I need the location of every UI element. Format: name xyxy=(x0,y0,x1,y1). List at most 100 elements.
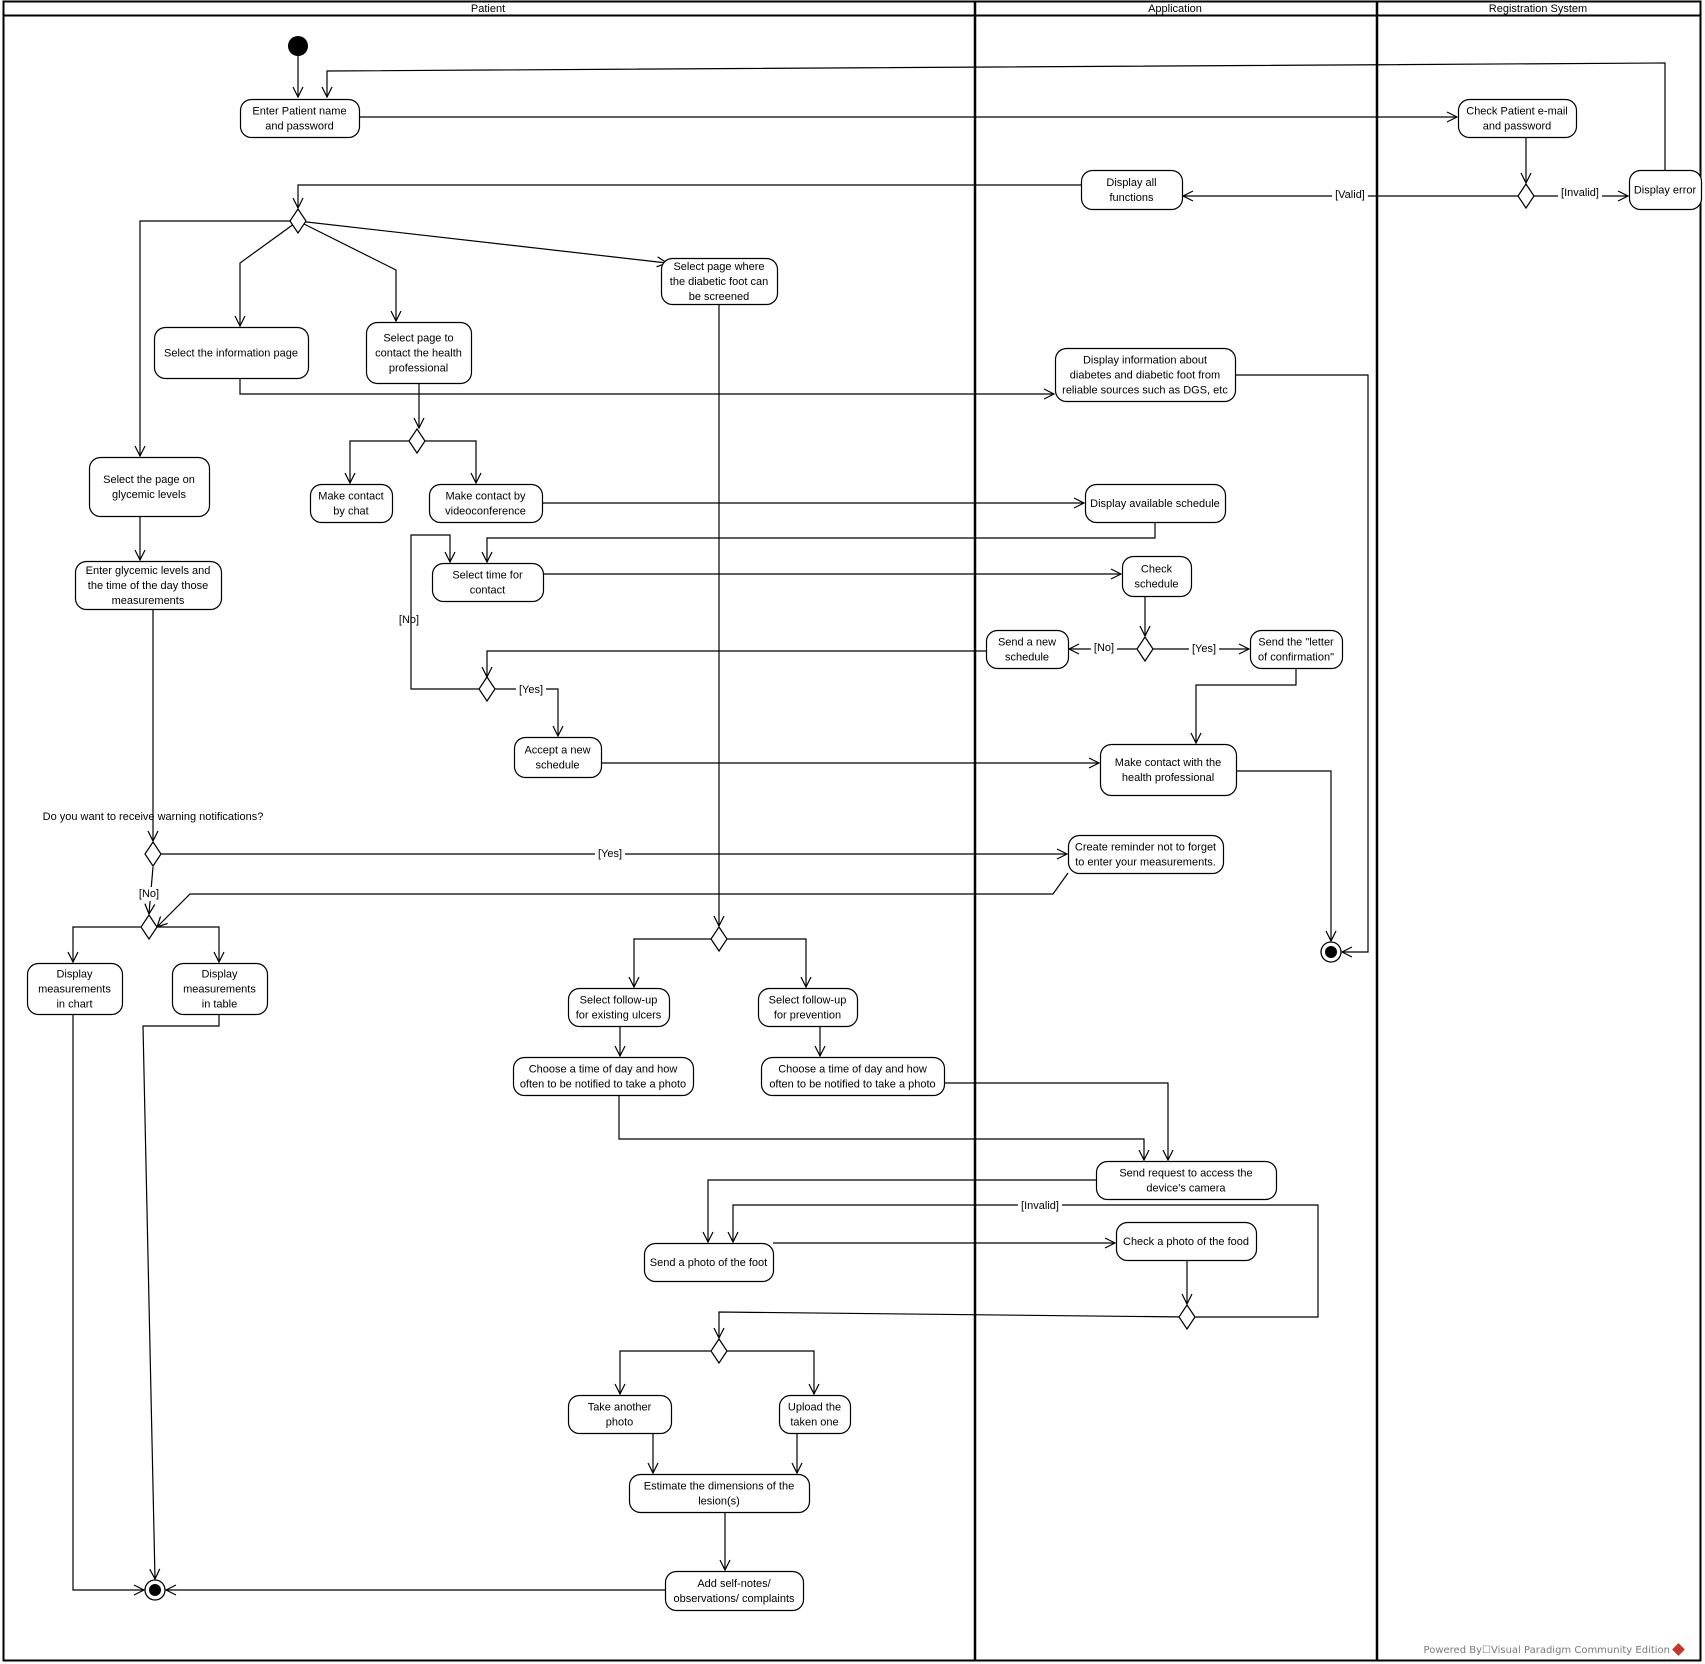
action-label-line: schedule xyxy=(1005,652,1049,664)
decision-photo-option xyxy=(710,1337,728,1365)
flow-option-upload xyxy=(727,1350,814,1394)
action-label-line: Choose a time of day and how xyxy=(529,1064,678,1076)
action-contact-video: Make contact by videoconference xyxy=(428,483,544,524)
decision-photo-valid xyxy=(1178,1303,1196,1331)
decision-followup-type xyxy=(710,925,728,953)
flow-fork-ulcers xyxy=(634,938,711,987)
flow-request-photo xyxy=(708,1179,1096,1242)
flow-table-end xyxy=(142,1014,220,1579)
action-label-line: Add self-notes/ xyxy=(697,1578,771,1590)
decision-main-menu xyxy=(289,207,307,235)
guard-invalid-login: [Invalid] xyxy=(1561,187,1599,199)
flow-menu-contact xyxy=(297,220,396,321)
decision-login-valid xyxy=(1517,182,1535,210)
flow-info-end xyxy=(1235,374,1369,952)
action-label-line: in chart xyxy=(56,999,92,1011)
action-label-line: Send request to access the xyxy=(1119,1168,1252,1180)
flow-new-schedule-back xyxy=(487,650,986,677)
decision-accept-schedule xyxy=(478,675,496,703)
watermark-text: Powered By☐Visual Paradigm Community Edi… xyxy=(1423,1645,1670,1656)
action-display-functions: Display all functions xyxy=(1080,169,1184,211)
flow-menu-info xyxy=(240,220,299,326)
flow-choose-b-request xyxy=(944,1082,1168,1160)
guard-label-background xyxy=(1558,186,1602,200)
action-label-line: Select follow-up xyxy=(580,995,658,1007)
action-label-line: Send a new xyxy=(998,637,1056,649)
action-create-reminder: Create reminder not to forget to enter yo… xyxy=(1067,834,1225,875)
flow-photo-invalid xyxy=(733,1204,1319,1318)
decision-notifications xyxy=(144,840,162,868)
decision-nodes xyxy=(140,182,1535,1365)
action-label-line: Display error xyxy=(1634,185,1697,197)
flow-decision-video xyxy=(425,440,476,483)
initial-node xyxy=(288,36,308,56)
flow-functions-menu xyxy=(298,184,1081,208)
guard-label-background xyxy=(135,887,163,901)
action-label-line: functions xyxy=(1109,192,1154,204)
guard-label-background xyxy=(1188,642,1220,656)
action-label-line: Select time for xyxy=(452,570,523,582)
action-label-line: often to be notified to take a photo xyxy=(769,1079,935,1091)
flow-contact-end xyxy=(1236,770,1331,941)
action-label-line: often to be notified to take a photo xyxy=(520,1079,686,1091)
action-label-line: glycemic levels xyxy=(112,489,186,501)
action-label-line: to enter your measurements. xyxy=(1075,857,1216,869)
action-label-line: Send the "letter xyxy=(1258,637,1334,649)
action-label-line: Upload the xyxy=(788,1402,841,1414)
action-label-line: diabetes and diabetic foot from xyxy=(1070,370,1220,382)
action-label-line: Make contact with the xyxy=(1115,757,1221,769)
guard-yes-notify: [Yes] xyxy=(598,848,622,860)
action-label-line: observations/ complaints xyxy=(673,1593,795,1605)
action-label-line: Create reminder not to forget xyxy=(1075,842,1216,854)
action-label-line: be screened xyxy=(689,291,750,303)
action-accept-schedule: Accept a new schedule xyxy=(513,736,603,779)
action-label-line: Choose a time of day and how xyxy=(778,1064,927,1076)
decision-schedule-ok xyxy=(1136,635,1154,663)
action-choose-time-b: Choose a time of day and how often to be … xyxy=(760,1056,946,1097)
action-label-line: for prevention xyxy=(774,1010,841,1022)
action-label-line: videoconference xyxy=(445,506,526,518)
action-label-line: Display all xyxy=(1106,177,1156,189)
action-send-new-schedule: Send a new schedule xyxy=(985,629,1070,670)
action-label-line: lesion(s) xyxy=(698,1496,740,1508)
action-label-line: Estimate the dimensions of the xyxy=(644,1481,794,1493)
action-label-line: Select page to xyxy=(383,333,453,345)
action-label-line: reliable sources such as DGS, etc xyxy=(1062,385,1228,397)
lane-title-registration: Registration System xyxy=(1489,3,1587,15)
action-label-line: contact the health xyxy=(375,348,462,360)
action-label-line: schedule xyxy=(535,760,579,772)
action-label-line: Select page where xyxy=(673,261,764,273)
flow-option-take xyxy=(620,1350,711,1394)
flow-error-back xyxy=(327,62,1666,170)
action-add-notes: Add self-notes/observations/ complaints xyxy=(664,1570,805,1612)
action-label-line: Accept a new xyxy=(524,745,590,757)
action-label-line: Display information about xyxy=(1083,355,1207,367)
action-display-schedule: Display available schedule xyxy=(1084,483,1227,524)
guard-invalid-photo: [Invalid] xyxy=(1021,1200,1059,1212)
final-node-main xyxy=(144,1579,166,1601)
lane-title-patient: Patient xyxy=(471,3,505,15)
flow-merge-table xyxy=(157,926,219,962)
action-label-line: measurements xyxy=(112,595,185,607)
guard-label-background xyxy=(515,683,547,697)
action-label-line: Make contact by xyxy=(445,491,526,503)
flow-schedule-select xyxy=(487,522,1156,562)
action-label-line: and password xyxy=(265,121,334,133)
decision-contact-method xyxy=(408,427,426,455)
flow-menu-glycemic xyxy=(140,220,290,456)
action-label-line: in table xyxy=(202,999,237,1011)
guard-yes-accept: [Yes] xyxy=(519,684,543,696)
